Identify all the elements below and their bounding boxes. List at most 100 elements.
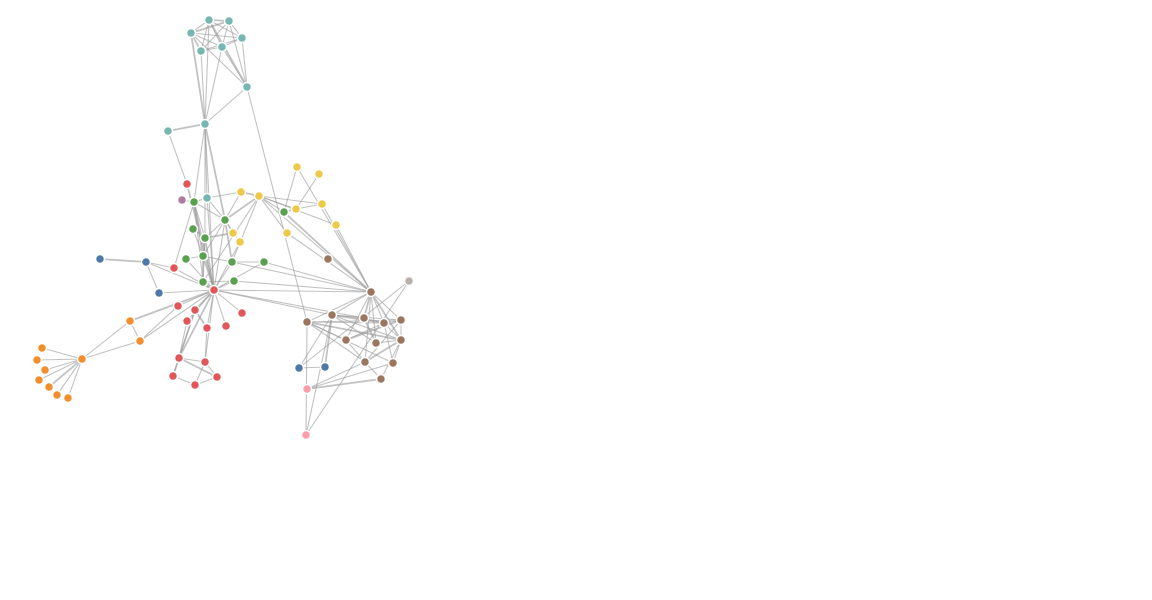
graph-node-teal[interactable] <box>185 27 197 39</box>
graph-node-red[interactable] <box>173 352 185 364</box>
graph-node-orange[interactable] <box>33 374 45 386</box>
graph-link <box>224 195 260 221</box>
graph-node-green[interactable] <box>187 223 199 235</box>
graph-node-brown[interactable] <box>340 334 352 346</box>
graph-node-yellow[interactable] <box>253 190 265 202</box>
graph-node-red[interactable] <box>172 300 184 312</box>
graph-node-teal[interactable] <box>195 45 207 57</box>
graph-link <box>213 219 226 291</box>
graph-node-yellow[interactable] <box>281 227 293 239</box>
graph-node-teal[interactable] <box>203 14 215 26</box>
graph-node-orange[interactable] <box>31 354 43 366</box>
graph-node-green[interactable] <box>199 232 211 244</box>
graph-link <box>331 314 377 344</box>
graph-node-red[interactable] <box>181 178 193 190</box>
graph-node-yellow[interactable] <box>234 236 246 248</box>
graph-link <box>56 358 83 396</box>
graph-node-red[interactable] <box>167 370 179 382</box>
graph-node-brown[interactable] <box>365 286 377 298</box>
graph-link <box>231 261 372 293</box>
graph-node-green[interactable] <box>219 214 231 226</box>
graph-node-teal[interactable] <box>201 192 213 204</box>
graph-node-teal[interactable] <box>199 118 211 130</box>
graph-node-yellow[interactable] <box>227 227 239 239</box>
graph-node-brown[interactable] <box>358 312 370 324</box>
graph-link <box>305 314 333 436</box>
graph-node-orange[interactable] <box>36 342 48 354</box>
graph-node-yellow[interactable] <box>313 168 325 180</box>
graph-node-orange[interactable] <box>62 392 74 404</box>
graph-node-red[interactable] <box>208 284 220 296</box>
graph-link <box>208 19 243 39</box>
graph-node-green[interactable] <box>258 256 270 268</box>
graph-node-orange[interactable] <box>39 364 51 376</box>
graph-link <box>99 258 147 263</box>
graph-node-orange[interactable] <box>51 389 63 401</box>
graph-node-red[interactable] <box>201 322 213 334</box>
graph-link <box>233 280 372 293</box>
graph-node-brown[interactable] <box>375 373 387 385</box>
graph-node-red[interactable] <box>189 379 201 391</box>
graph-node-green[interactable] <box>226 256 238 268</box>
graph-node-orange[interactable] <box>43 381 55 393</box>
graph-node-brown[interactable] <box>301 316 313 328</box>
graph-link <box>206 197 215 291</box>
graph-node-teal[interactable] <box>241 81 253 93</box>
graph-node-red[interactable] <box>181 315 193 327</box>
graph-link <box>305 280 410 436</box>
graph-node-teal[interactable] <box>162 125 174 137</box>
graph-node-purple[interactable] <box>176 194 188 206</box>
graph-node-teal[interactable] <box>216 41 228 53</box>
graph-node-blue[interactable] <box>293 362 305 374</box>
graph-node-brown[interactable] <box>378 317 390 329</box>
graph-node-red[interactable] <box>199 356 211 368</box>
graph-node-green[interactable] <box>197 276 209 288</box>
graph-link <box>345 319 402 341</box>
graph-node-brown[interactable] <box>322 253 334 265</box>
graph-link <box>204 327 208 363</box>
graph-node-yellow[interactable] <box>330 219 342 231</box>
graph-node-red[interactable] <box>236 307 248 319</box>
graph-node-brown[interactable] <box>370 337 382 349</box>
graph-node-brown[interactable] <box>395 314 407 326</box>
graph-link <box>204 86 248 125</box>
graph-node-teal[interactable] <box>223 15 235 27</box>
graph-node-red[interactable] <box>211 371 223 383</box>
graph-link <box>224 219 233 263</box>
graph-node-pink[interactable] <box>301 383 313 395</box>
graph-node-green[interactable] <box>228 275 240 287</box>
graph-node-pink[interactable] <box>300 429 312 441</box>
graph-node-blue[interactable] <box>94 253 106 265</box>
graph-node-brown[interactable] <box>326 309 338 321</box>
graph-node-orange[interactable] <box>124 315 136 327</box>
graph-node-orange[interactable] <box>134 335 146 347</box>
graph-node-green[interactable] <box>278 206 290 218</box>
graph-link <box>364 319 402 363</box>
graph-node-brown[interactable] <box>359 356 371 368</box>
graph-node-red[interactable] <box>220 320 232 332</box>
graph-link <box>185 258 215 291</box>
graph-node-teal[interactable] <box>236 32 248 44</box>
graph-node-yellow[interactable] <box>235 186 247 198</box>
graph-link <box>213 289 243 314</box>
graph-node-green[interactable] <box>180 253 192 265</box>
graph-node-brown[interactable] <box>395 334 407 346</box>
graph-node-green[interactable] <box>188 196 200 208</box>
graph-node-yellow[interactable] <box>290 203 302 215</box>
graph-node-brown[interactable] <box>387 357 399 369</box>
graph-node-blue[interactable] <box>319 361 331 373</box>
graph-node-orange[interactable] <box>76 353 88 365</box>
graph-link <box>258 195 323 205</box>
graph-node-red[interactable] <box>168 262 180 274</box>
graph-node-yellow[interactable] <box>316 198 328 210</box>
graph-node-blue[interactable] <box>140 256 152 268</box>
graph-link <box>246 86 308 323</box>
graph-node-blue[interactable] <box>153 287 165 299</box>
graph-link <box>331 291 372 316</box>
graph-link <box>345 291 372 341</box>
graph-node-red[interactable] <box>189 304 201 316</box>
graph-node-green[interactable] <box>197 250 209 262</box>
graph-link <box>193 123 206 203</box>
graph-node-yellow[interactable] <box>291 161 303 173</box>
graph-node-gray[interactable] <box>403 275 415 287</box>
